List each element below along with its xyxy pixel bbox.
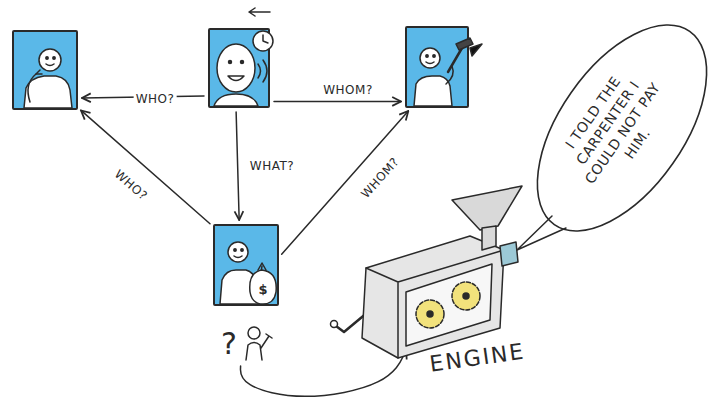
gear-axle — [463, 293, 469, 299]
small-figure-head — [248, 327, 260, 339]
past-arrow — [249, 8, 270, 16]
connector-arrow — [236, 112, 239, 220]
engine-gear — [452, 282, 480, 310]
engine-crank — [336, 312, 368, 332]
engine-gear — [416, 300, 444, 328]
small-hammer — [261, 334, 272, 348]
crank-knob — [331, 321, 338, 328]
connector-arrow — [81, 110, 210, 223]
figure-drawings — [24, 8, 566, 360]
connector-group — [81, 96, 408, 396]
engine-title: ENGINE — [428, 339, 527, 377]
picture-panel — [12, 30, 78, 110]
engine-edge — [366, 250, 504, 358]
picture-panel — [208, 28, 270, 108]
edge-label: WHOM? — [321, 83, 375, 97]
funnel-stem — [482, 226, 496, 250]
bubble-ellipse — [504, 0, 712, 260]
question-mark: ? — [221, 326, 237, 361]
gear-axle — [427, 311, 433, 317]
small-figure-body — [246, 343, 262, 361]
connector-arrow — [240, 350, 406, 397]
connector-arrow — [282, 111, 409, 254]
connector-arrow — [274, 101, 401, 103]
edge-label: WHO? — [134, 92, 177, 106]
engine-window — [406, 264, 492, 346]
speech-bubble: I TOLD THE CARPENTER I COULD NOT PAY HIM… — [520, 10, 710, 246]
edge-label: WHAT? — [248, 159, 296, 173]
currency-symbol: $ — [258, 282, 267, 297]
edge-label: WHO? — [110, 166, 151, 205]
engine-body — [362, 236, 504, 358]
engine-nozzle — [500, 242, 518, 266]
picture-panel — [405, 26, 469, 108]
engine-funnel — [452, 186, 522, 230]
picture-panel — [213, 224, 279, 306]
engine-machine: ENGINE — [362, 238, 502, 346]
strike-mark — [470, 44, 482, 56]
